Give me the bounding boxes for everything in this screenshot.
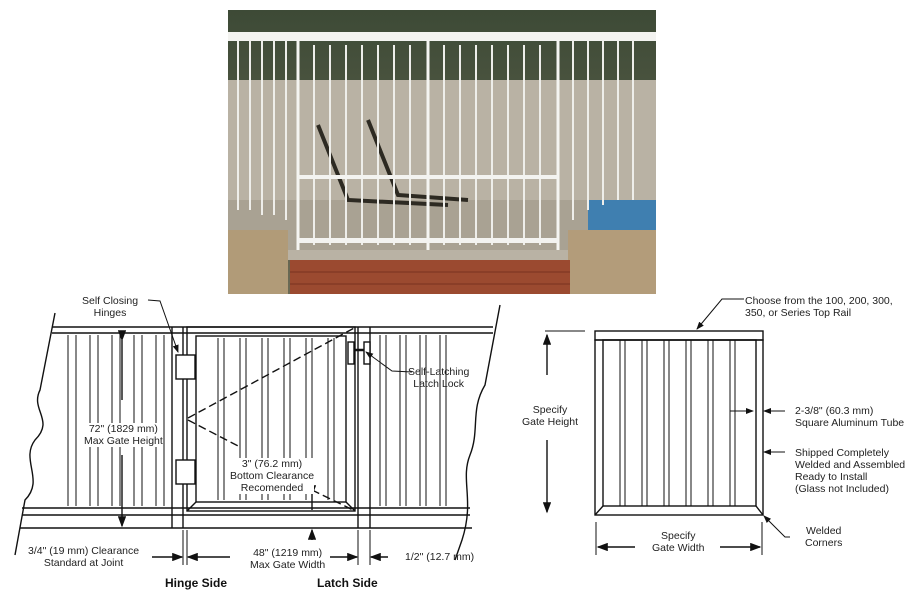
gate-photo <box>228 10 656 294</box>
left-fence-drawing <box>14 299 501 565</box>
max-height-label: 72" (1829 mm)Max Gate Height <box>84 423 163 447</box>
hinge-side-label: Hinge Side <box>165 576 228 590</box>
max-width-label: 48" (1219 mm)Max Gate Width <box>250 547 326 571</box>
right-gate-drawing <box>542 298 790 555</box>
tube-label: 2-3/8" (60.3 mm)Square Aluminum Tube <box>795 405 905 429</box>
latch-side-label: Latch Side <box>317 576 378 590</box>
top-rail-label: Choose from the 100, 200, 300,350, or Se… <box>745 295 893 319</box>
latch-gap-label: 1/2" (12.7 mm) <box>405 551 475 563</box>
